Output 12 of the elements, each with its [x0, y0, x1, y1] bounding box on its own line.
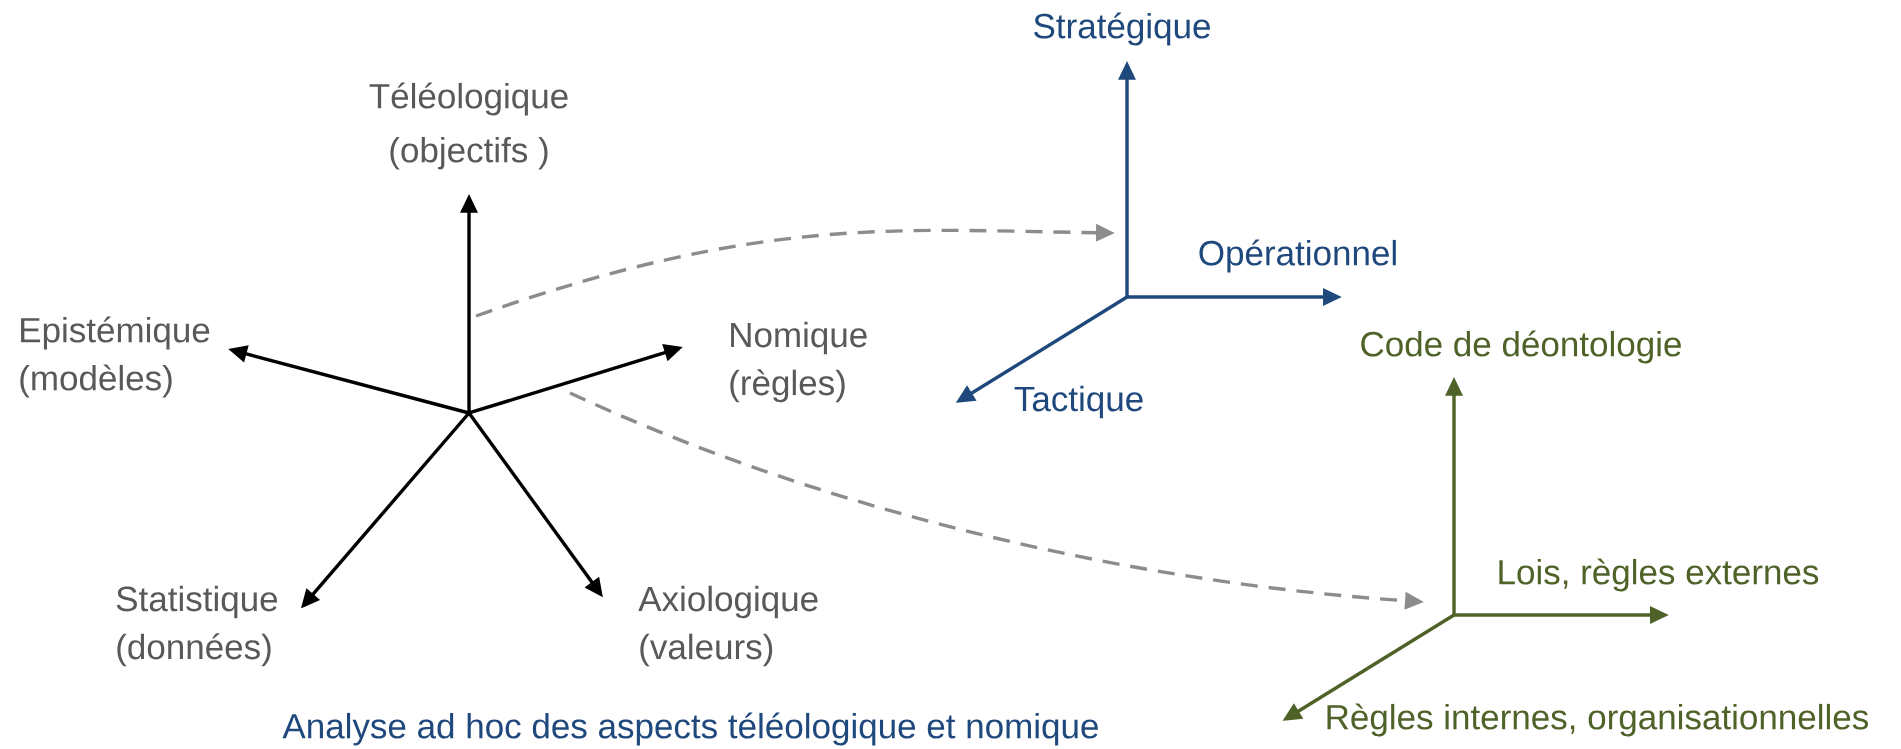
axis-label: Code de déontologie [1361, 330, 1681, 364]
axis-label: Règles internes, organisationnelles [1327, 703, 1868, 737]
axis-label: Axiologique (valeurs) [638, 585, 818, 667]
axis-label: Statistique (données) [116, 585, 278, 667]
axis-label: Tactique [1014, 385, 1143, 419]
axis-label: Opérationnel [1199, 239, 1396, 273]
axis-label: Epistémique (modèles) [20, 316, 210, 398]
caption: Analyse ad hoc des aspects téléologique et nomique [282, 712, 1098, 746]
axis-label: Nomique (règles) [730, 321, 867, 403]
axis-label: Téléologique (objectifs ) [369, 82, 568, 170]
axis-label: Stratégique [1034, 12, 1210, 46]
axis-label: Lois, règles externes [1499, 558, 1819, 592]
